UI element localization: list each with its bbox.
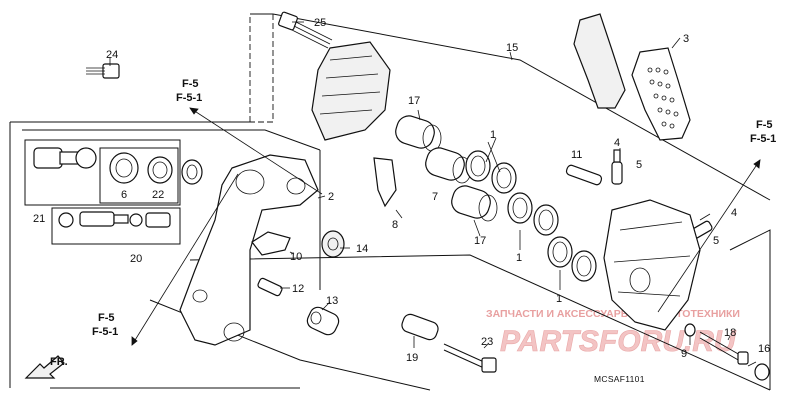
ref-left-top-b: F-5-1 (176, 92, 202, 104)
leader-lines (109, 21, 757, 367)
label-1-upper: 1 (490, 129, 496, 141)
ref-left-bottom-b: F-5-1 (92, 326, 118, 338)
label-4-lower: 4 (731, 207, 737, 219)
pad-pin-11 (565, 164, 603, 186)
front-direction-label: FR. (50, 356, 68, 368)
label-9: 9 (681, 348, 687, 360)
label-20: 20 (130, 253, 142, 265)
pin-21 (33, 147, 97, 169)
piston-seals-1 (465, 150, 597, 282)
label-10: 10 (290, 251, 302, 263)
seal-6 (109, 152, 139, 184)
watermark-brand: PARTSFORU.RU (500, 325, 737, 358)
label-23: 23 (481, 336, 493, 348)
label-24: 24 (106, 49, 118, 61)
piston-7 (425, 147, 472, 184)
reference-arrows (131, 107, 761, 346)
ref-left-top-a: F-5 (182, 78, 199, 90)
caliper-body (603, 199, 701, 331)
label-1-lower: 1 (556, 293, 562, 305)
seal-kit-box (24, 139, 181, 245)
part-number-labels: 24 25 15 3 17 1 11 4 5 4 5 7 8 17 1 1 2 … (33, 17, 770, 364)
cap-16 (754, 363, 770, 381)
bolt-25 (278, 11, 333, 49)
ref-right-b: F-5-1 (750, 133, 776, 145)
label-5-upper: 5 (636, 159, 642, 171)
bolt-24 (86, 63, 120, 79)
ref-left-bottom-a: F-5 (98, 312, 115, 324)
label-17-upper: 17 (408, 95, 420, 107)
label-7: 7 (432, 191, 438, 203)
label-2: 2 (328, 191, 334, 203)
label-22: 22 (152, 189, 164, 201)
washer-9 (684, 323, 696, 337)
label-25: 25 (314, 17, 326, 29)
label-1-mid: 1 (516, 252, 522, 264)
piston-17-lower (451, 185, 498, 222)
boot-13 (306, 306, 340, 336)
seal-22 (147, 156, 173, 184)
label-6: 6 (121, 189, 127, 201)
pad-shim-15 (311, 41, 391, 141)
pin-12 (257, 277, 283, 297)
caliper-bracket-2 (179, 154, 319, 346)
label-17-lower: 17 (474, 235, 486, 247)
label-21: 21 (33, 213, 45, 225)
diagram-code: MCSAF1101 (594, 374, 645, 384)
label-5-lower: 5 (713, 235, 719, 247)
pad-spring-8 (373, 157, 397, 208)
label-3: 3 (683, 33, 689, 45)
label-13: 13 (326, 295, 338, 307)
watermark-tagline: ЗАПЧАСТИ И АКСЕССУАРЫ ДЛЯ МОТОТЕХНИКИ (486, 308, 740, 320)
label-12: 12 (292, 283, 304, 295)
spring-clip-10 (251, 231, 291, 256)
label-16: 16 (758, 343, 770, 355)
label-15: 15 (506, 42, 518, 54)
label-14: 14 (356, 243, 368, 255)
label-4-upper: 4 (614, 137, 620, 149)
piston-17-upper (395, 115, 442, 152)
label-8: 8 (392, 219, 398, 231)
brake-pads-3 (573, 13, 691, 141)
front-direction-arrow: FR. (24, 355, 68, 379)
seal-extra (181, 159, 203, 185)
pin-18 (699, 331, 749, 365)
sleeve-19 (401, 313, 439, 341)
bolt-23 (443, 343, 497, 373)
boot-14 (321, 230, 345, 258)
bleeder-4-5-upper (611, 149, 623, 185)
reference-codes: F-5 F-5-1 F-5 F-5-1 F-5 F-5-1 (92, 78, 776, 338)
label-18: 18 (724, 327, 736, 339)
label-19: 19 (406, 352, 418, 364)
ref-right-a: F-5 (756, 119, 773, 131)
label-11: 11 (571, 149, 582, 161)
slider-kit-20 (58, 211, 171, 228)
